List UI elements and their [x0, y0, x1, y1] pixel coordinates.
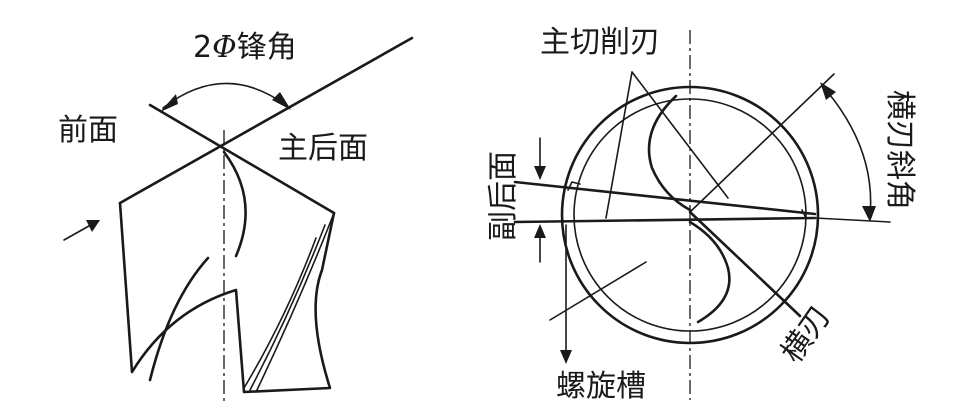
main-cutting-edge-lower — [513, 216, 817, 224]
margin-line-1 — [255, 212, 335, 393]
cutting-edge-line-left — [118, 36, 414, 205]
flute-leader-diagonal — [549, 261, 647, 321]
point-angle-label: 2Φ锋角 — [193, 30, 297, 65]
drill-side-view: 2Φ锋角 前面 主后面 — [58, 30, 414, 402]
flute-curve-upper — [647, 94, 692, 212]
chisel-angle-label: 横刃斜角 — [882, 90, 917, 210]
inner-circle — [573, 98, 807, 332]
chisel-angle-reference-line — [689, 73, 835, 213]
margin-line-3 — [243, 237, 317, 389]
main-cutting-edge-upper — [513, 180, 817, 216]
flute-leader-arrowhead — [560, 350, 572, 364]
chisel-angle-base-line — [814, 217, 891, 223]
front-face-curve — [222, 150, 247, 258]
secondary-flank-arrow-bottom — [534, 224, 546, 238]
margin-notch-left — [567, 181, 581, 191]
margin-line-2 — [249, 224, 326, 391]
outer-circle — [560, 85, 820, 345]
chisel-angle-arc — [825, 89, 872, 217]
cutting-edge-line-right — [148, 103, 336, 215]
main-flank-label: 主后面 — [278, 131, 368, 166]
chisel-angle-arrowhead-bottom — [862, 206, 876, 222]
rake-indicator-arrowhead — [86, 220, 100, 232]
front-face-label: 前面 — [58, 113, 118, 148]
chisel-edge-line — [688, 210, 802, 318]
flute-curve-lower — [688, 220, 731, 324]
main-edge-leader-1 — [605, 71, 633, 219]
main-cutting-edge-label: 主切削刃 — [540, 25, 660, 60]
phi-symbol: Φ — [212, 30, 237, 65]
flute-label: 螺旋槽 — [556, 369, 646, 404]
margin-notch-right — [801, 209, 815, 219]
chisel-edge-label: 横刃 — [775, 300, 838, 369]
main-edge-leader-2 — [631, 71, 729, 199]
drill-end-view: 主切削刃 副后面 横刃斜角 螺旋槽 横刃 — [486, 25, 917, 404]
secondary-flank-label: 副后面 — [486, 151, 521, 241]
point-angle-arrow-left — [160, 94, 178, 112]
point-angle-arc — [162, 82, 288, 109]
chisel-angle-arrowhead-top — [820, 82, 836, 100]
flute-curve — [148, 256, 210, 382]
drill-body-outline — [118, 201, 336, 394]
secondary-flank-arrow-top — [534, 166, 546, 180]
point-angle-arrow-right — [272, 92, 291, 110]
